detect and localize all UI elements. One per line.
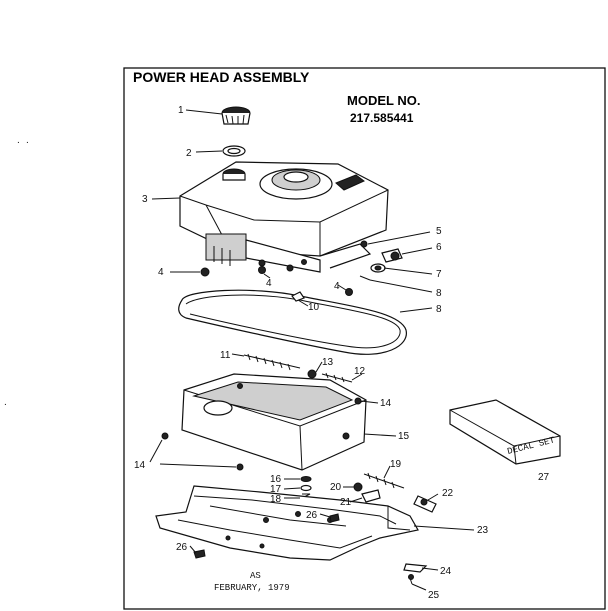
part-8-gasket	[178, 289, 407, 355]
part-4-screw	[258, 266, 266, 274]
callout-12: 12	[354, 366, 366, 377]
callout-6: 6	[436, 242, 442, 253]
part-16-washer	[300, 476, 312, 482]
part-26-screw	[193, 549, 206, 559]
part-13-nut	[307, 369, 317, 379]
part-23-frame	[155, 485, 419, 561]
callout-8b: 8	[436, 304, 442, 315]
callout-23: 23	[477, 525, 489, 536]
callout-27: 27	[538, 472, 550, 483]
part-5-fitting	[360, 240, 368, 248]
part-15-tray	[181, 373, 367, 471]
callout-numbers: 1 2 3 4 4 4 5 6 7 8 8 10 11 12 13 14 14 …	[134, 105, 550, 601]
part-24-clip	[403, 563, 428, 573]
callout-11: 11	[220, 350, 231, 361]
part-1-cap	[221, 106, 251, 125]
part-20-nut	[353, 482, 363, 492]
callout-14a: 14	[380, 398, 392, 409]
callout-24: 24	[440, 566, 452, 577]
stray-mark: .	[26, 135, 29, 146]
leader-lines	[149, 109, 475, 591]
part-3-housing	[179, 161, 389, 273]
callout-3: 3	[142, 194, 148, 205]
callout-25: 25	[428, 590, 440, 601]
part-22-fitting	[413, 495, 437, 513]
callout-4b: 4	[266, 278, 272, 289]
part-21-bracket	[361, 489, 381, 503]
part-19-rod	[363, 472, 405, 489]
stray-mark: .	[4, 397, 7, 408]
part-14-screw	[354, 397, 362, 405]
part-4-screw	[200, 267, 210, 277]
diagram-title: POWER HEAD ASSEMBLY	[133, 69, 310, 85]
part-25-screw	[408, 574, 414, 585]
part-27-decal-set: DECAL SET	[449, 399, 561, 465]
part-11-bolt	[243, 353, 301, 371]
callout-14b: 14	[134, 460, 146, 471]
part-12-bolt	[321, 372, 353, 383]
callout-22: 22	[442, 488, 454, 499]
callout-20: 20	[330, 482, 342, 493]
footer-line-1: AS	[250, 571, 261, 581]
callout-4c: 4	[334, 281, 340, 292]
callout-7: 7	[436, 269, 442, 280]
stray-mark: .	[17, 135, 20, 146]
part-8-clip	[359, 275, 371, 281]
part-17-washer	[300, 484, 312, 492]
callout-21: 21	[340, 497, 352, 508]
model-label: MODEL NO.	[347, 93, 420, 108]
callout-17: 17	[270, 484, 282, 495]
part-7-bushing	[370, 263, 386, 273]
callout-15: 15	[398, 431, 410, 442]
part-14-screw	[236, 463, 244, 471]
callout-4a: 4	[158, 267, 164, 278]
footer-line-2: FEBRUARY, 1979	[214, 583, 290, 593]
diagram-frame	[123, 67, 606, 610]
callout-8a: 8	[436, 288, 442, 299]
part-10-screw	[291, 291, 305, 302]
part-4-screw	[345, 288, 353, 296]
callout-19: 19	[390, 459, 402, 470]
callout-1: 1	[178, 105, 184, 116]
callout-26b: 26	[306, 510, 318, 521]
callout-2: 2	[186, 148, 192, 159]
part-2-gasket	[222, 145, 246, 157]
part-6-valve	[381, 248, 403, 263]
callout-14c: 14	[134, 460, 146, 471]
callout-18: 18	[270, 494, 282, 505]
callout-26a: 26	[176, 542, 188, 553]
callout-16: 16	[270, 474, 282, 485]
model-number: 217.585441	[350, 111, 414, 125]
part-26-screw	[329, 513, 340, 523]
callout-13: 13	[322, 357, 334, 368]
callout-5: 5	[436, 226, 442, 237]
callout-10: 10	[308, 302, 320, 313]
part-14-screw	[161, 432, 169, 440]
